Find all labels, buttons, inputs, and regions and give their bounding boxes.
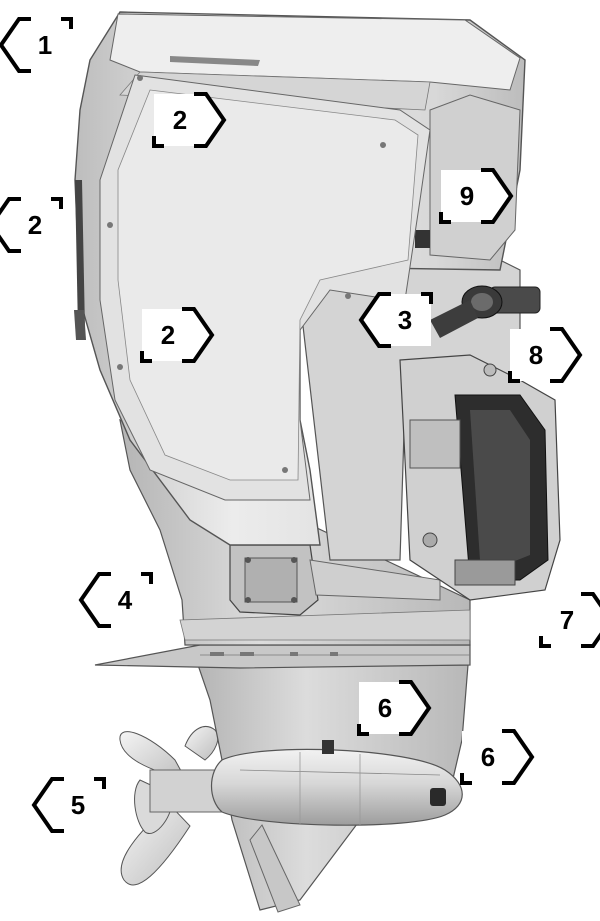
callout-bracket (0, 197, 63, 253)
callout-bracket (439, 168, 514, 224)
mount-bracket (399, 354, 561, 601)
callout-bracket (539, 592, 600, 648)
mount-block (229, 544, 441, 616)
callout-arrow-shape (541, 594, 600, 646)
cowl-vent (415, 230, 430, 248)
callout-bracket (78, 572, 153, 628)
callout-arrow-shape (34, 779, 104, 831)
callout-arrow-shape (154, 94, 224, 146)
callout-bracket (357, 680, 432, 736)
callout-number: 2 (173, 105, 187, 135)
sensor-port-nose (430, 788, 446, 806)
callout-number: 7 (560, 605, 574, 635)
sensor-port-upper (322, 740, 334, 754)
callout-arrow-shape (510, 329, 580, 381)
callout-number: 9 (460, 181, 474, 211)
callout-number: 2 (161, 320, 175, 350)
callout-number: 6 (378, 693, 392, 723)
callouts: 1 2 2 2 3 4 5 6 6 7 8 9 (0, 17, 600, 833)
callout-number: 5 (71, 790, 85, 820)
callout-bracket (140, 307, 215, 363)
callout-arrow-shape (441, 170, 511, 222)
callout-number: 8 (529, 340, 543, 370)
callout-6: 6 (460, 729, 535, 785)
callout-bracket (460, 729, 535, 785)
callout-number: 2 (28, 210, 42, 240)
torpedo-housing (211, 748, 463, 826)
callout-number: 6 (481, 742, 495, 772)
callout-arrow-shape (142, 309, 212, 361)
callout-bracket (152, 92, 227, 148)
callout-arrow-shape (81, 574, 151, 626)
callout-3: 3 (358, 292, 433, 348)
callout-arrow-shape (1, 19, 71, 71)
callout-arrow-shape (0, 199, 61, 251)
callout-bracket (0, 17, 73, 73)
anti-ventilation-plate (94, 644, 471, 669)
callout-number: 4 (118, 585, 133, 615)
callout-6: 6 (357, 680, 432, 736)
callout-bracket (508, 327, 583, 383)
callout-5: 5 (31, 777, 106, 833)
callout-number: 1 (38, 30, 52, 60)
propeller (119, 726, 231, 886)
callout-2: 2 (140, 307, 215, 363)
callout-arrow-shape (361, 294, 431, 346)
callout-2: 2 (0, 197, 63, 253)
callout-arrow-shape (359, 682, 429, 734)
callout-2: 2 (152, 92, 227, 148)
control-tube (430, 285, 541, 338)
callout-1: 1 (0, 17, 73, 73)
callout-8: 8 (508, 327, 583, 383)
callout-7: 7 (539, 592, 600, 648)
callout-number: 3 (398, 305, 412, 335)
callout-bracket (358, 292, 433, 348)
callout-9: 9 (439, 168, 514, 224)
callout-4: 4 (78, 572, 153, 628)
callout-arrow-shape (462, 731, 532, 783)
callout-bracket (31, 777, 106, 833)
